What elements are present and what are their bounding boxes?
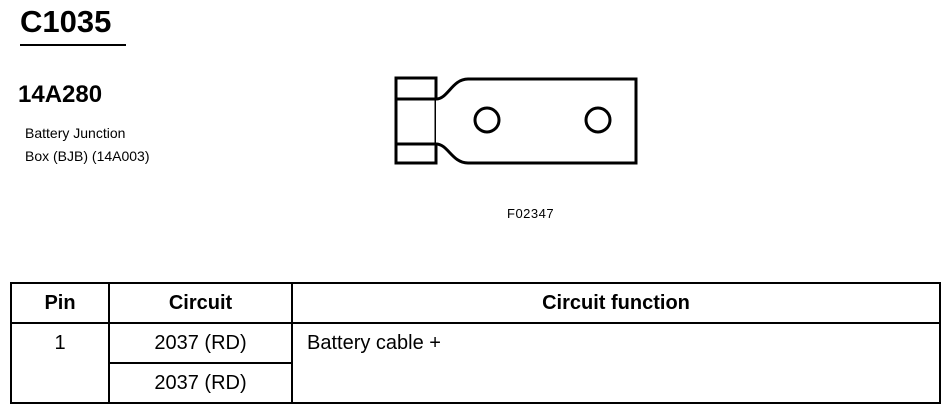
ring-terminal-connector-icon xyxy=(394,76,638,165)
table-row: 1 2037 (RD) Battery cable + xyxy=(10,322,941,404)
circuit-function-cell: Battery cable + xyxy=(291,322,941,404)
component-description-line2: Box (BJB) (14A003) xyxy=(25,148,150,164)
table-row: 2037 (RD) xyxy=(11,362,940,404)
figure-id: F02347 xyxy=(507,206,555,221)
header-circuit: Circuit xyxy=(108,282,293,324)
pin-cell: 1 xyxy=(10,322,110,404)
connector-id: C1035 xyxy=(20,4,112,39)
pin-table: Pin Circuit Circuit function 1 2037 (RD)… xyxy=(10,282,941,404)
header-circuit-function: Circuit function xyxy=(291,282,941,324)
table-header-row: Pin Circuit Circuit function xyxy=(10,282,941,324)
circuit-cell: 2037 (RD) xyxy=(108,362,293,404)
title-underline xyxy=(20,44,126,46)
part-number: 14A280 xyxy=(18,81,103,108)
header-pin: Pin xyxy=(10,282,110,324)
circuit-cell: 2037 (RD) xyxy=(108,322,293,364)
component-description-line1: Battery Junction xyxy=(25,125,126,141)
